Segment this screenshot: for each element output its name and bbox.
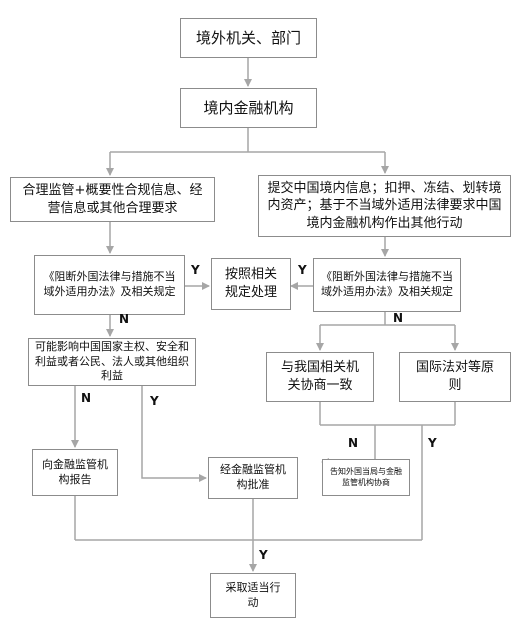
node-regulator-approval: 经金融监管机构批准 [208, 457, 298, 499]
node-right-request: 提交中国境内信息；扣押、冻结、划转境内资产；基于不当域外适用法律要求中国境内金融… [258, 175, 511, 237]
edge-label-consult-n: N [348, 436, 359, 450]
node-overseas-org: 境外机关、部门 [180, 18, 317, 58]
node-intl-law: 国际法对等原则 [399, 352, 511, 402]
edge-label-right-y: Y [298, 263, 307, 277]
node-sovereignty-check: 可能影响中国国家主权、安全和利益或者公民、法人或其他组织利益 [28, 338, 196, 386]
node-right-check: 《阻断外国法律与措施不当域外适用办法》及相关规定 [313, 258, 461, 312]
node-consult-authority: 与我国相关机关协商一致 [266, 352, 374, 402]
node-notify-foreign: 告知外国当局与金融监管机构协商 [322, 459, 410, 496]
edge-label-final-y: Y [259, 548, 268, 562]
edge-label-right-n: N [393, 311, 404, 325]
edge-label-left-y: Y [191, 263, 200, 277]
edge-label-left-n: N [119, 312, 130, 326]
node-left-check: 《阻断外国法律与措施不当域外适用办法》及相关规定 [34, 255, 185, 315]
node-take-action: 采取适当行动 [210, 573, 296, 618]
arrow-sovereignty-y [141, 386, 207, 482]
edge-label-sovereignty-y: Y [150, 394, 159, 408]
node-handle-per-rules: 按照相关规定处理 [211, 258, 291, 310]
node-left-request: 合理监管+概要性合规信息、经营信息或其他合理要求 [10, 177, 215, 222]
edge-label-sovereignty-n: N [81, 391, 92, 405]
node-report-regulator: 向金融监管机构报告 [32, 449, 118, 496]
edge-label-intl-y: Y [428, 436, 437, 450]
node-domestic-fin: 境内金融机构 [180, 88, 317, 128]
